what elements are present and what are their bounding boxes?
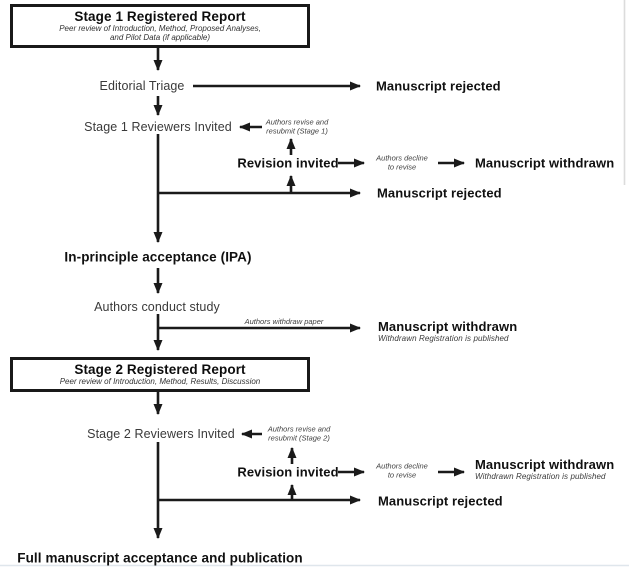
editorial-triage-label: Editorial Triage — [99, 79, 185, 93]
decline-revise-stage1-label: Authors decline to revise — [376, 153, 428, 171]
stage1-box-title: Stage 1 Registered Report — [74, 9, 246, 24]
stage1-box: Stage 1 Registered Report Peer review of… — [10, 4, 310, 48]
manuscript-withdrawn-stage2-block: Manuscript withdrawn Withdrawn Registrat… — [475, 457, 614, 481]
manuscript-rejected-stage1-label: Manuscript rejected — [377, 185, 502, 201]
withdrawn-note-middle-label: Withdrawn Registration is published — [378, 334, 509, 343]
revise-resubmit-stage1-label: Authors revise and resubmit (Stage 1) — [265, 117, 329, 135]
withdrawn-note-stage2-label: Withdrawn Registration is published — [475, 472, 606, 481]
stage1-reviewers-label: Stage 1 Reviewers Invited — [84, 120, 232, 134]
revision-invited-stage1-label: Revision invited — [237, 155, 339, 171]
manuscript-withdrawn-stage2-label: Manuscript withdrawn — [475, 457, 615, 472]
manuscript-withdrawn-middle-block: Manuscript withdrawn Withdrawn Registrat… — [378, 319, 517, 343]
stage2-box-title: Stage 2 Registered Report — [74, 362, 246, 377]
authors-withdraw-paper-label: Authors withdraw paper — [244, 316, 324, 326]
stage2-box: Stage 2 Registered Report Peer review of… — [10, 357, 310, 392]
manuscript-withdrawn-middle-label: Manuscript withdrawn — [378, 319, 518, 334]
revision-invited-stage2-label: Revision invited — [237, 464, 339, 480]
authors-conduct-study-label: Authors conduct study — [94, 300, 220, 314]
stage2-box-subtitle-line1: Peer review of Introduction, Method, Res… — [59, 377, 261, 386]
stage2-reviewers-label: Stage 2 Reviewers Invited — [87, 427, 235, 441]
decline-revise-stage2-label: Authors decline to revise — [376, 461, 428, 479]
manuscript-rejected-stage2-label: Manuscript rejected — [378, 493, 503, 509]
revise-resubmit-stage2-label: Authors revise and resubmit (Stage 2) — [267, 424, 331, 442]
final-acceptance-label: Full manuscript acceptance and publicati… — [17, 550, 303, 566]
manuscript-rejected-triage-label: Manuscript rejected — [376, 78, 501, 94]
ipa-label: In-principle acceptance (IPA) — [64, 249, 252, 265]
stage1-box-subtitle-line1: Peer review of Introduction, Method, Pro… — [59, 24, 261, 33]
stage1-box-subtitle-line2: and Pilot Data (if applicable) — [109, 33, 211, 42]
manuscript-withdrawn-stage1-label: Manuscript withdrawn — [475, 155, 615, 171]
